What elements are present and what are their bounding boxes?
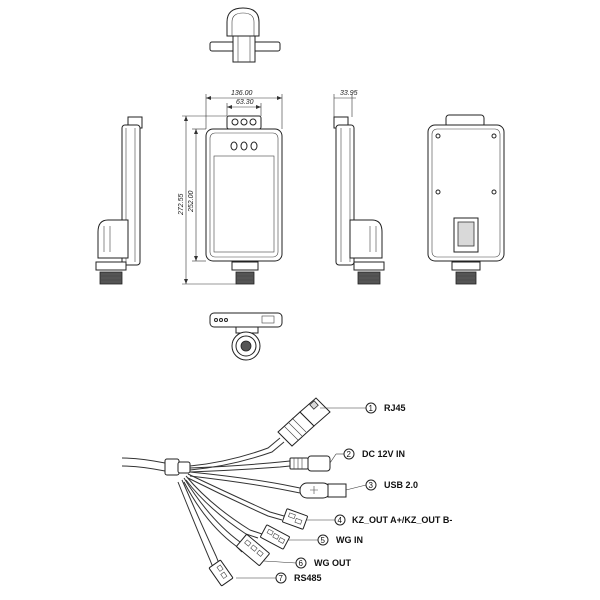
cable-harness: [121, 397, 347, 587]
left-side-view: [95, 116, 143, 285]
callout-label: WG IN: [336, 535, 363, 545]
callout-number: 2: [347, 450, 352, 459]
connector-callout-6: 6 WG OUT: [295, 557, 351, 569]
top-view: [209, 7, 281, 63]
right-side-view: [333, 94, 385, 285]
callout-number: 6: [299, 559, 304, 568]
connector-callout-5: 5 WG IN: [317, 534, 363, 546]
dim-depth: 33.95: [340, 90, 358, 97]
back-view: [427, 114, 505, 285]
dim-width-camera: 63.30: [236, 99, 254, 106]
front-dimensions: [182, 94, 283, 285]
callout-number: 3: [369, 481, 374, 490]
callout-label: WG OUT: [314, 558, 351, 568]
callout-number: 7: [279, 574, 284, 583]
connector-callout-4: 4 KZ_OUT A+/KZ_OUT B-: [334, 514, 452, 526]
dim-height-total: 272.55: [178, 193, 185, 216]
leader-lines: [236, 407, 367, 579]
callout-label: DC 12V IN: [362, 449, 405, 459]
callout-label: RS485: [294, 573, 322, 583]
front-view: [205, 115, 283, 285]
connector-callout-3: 3 USB 2.0: [365, 479, 418, 491]
connector-callout-7: 7 RS485: [275, 572, 322, 584]
callout-number: 1: [369, 404, 374, 413]
callout-label: RJ45: [384, 403, 406, 413]
connector-callout-1: 1 RJ45: [365, 402, 406, 414]
bottom-view: [209, 312, 283, 361]
callout-number: 4: [338, 516, 343, 525]
dim-width-outer: 136.00: [231, 90, 253, 97]
callout-number: 5: [321, 536, 326, 545]
connector-callout-2: 2 DC 12V IN: [343, 448, 405, 460]
callout-label: KZ_OUT A+/KZ_OUT B-: [352, 515, 452, 525]
dim-height-body: 252.00: [188, 190, 195, 213]
callout-label: USB 2.0: [384, 480, 418, 490]
